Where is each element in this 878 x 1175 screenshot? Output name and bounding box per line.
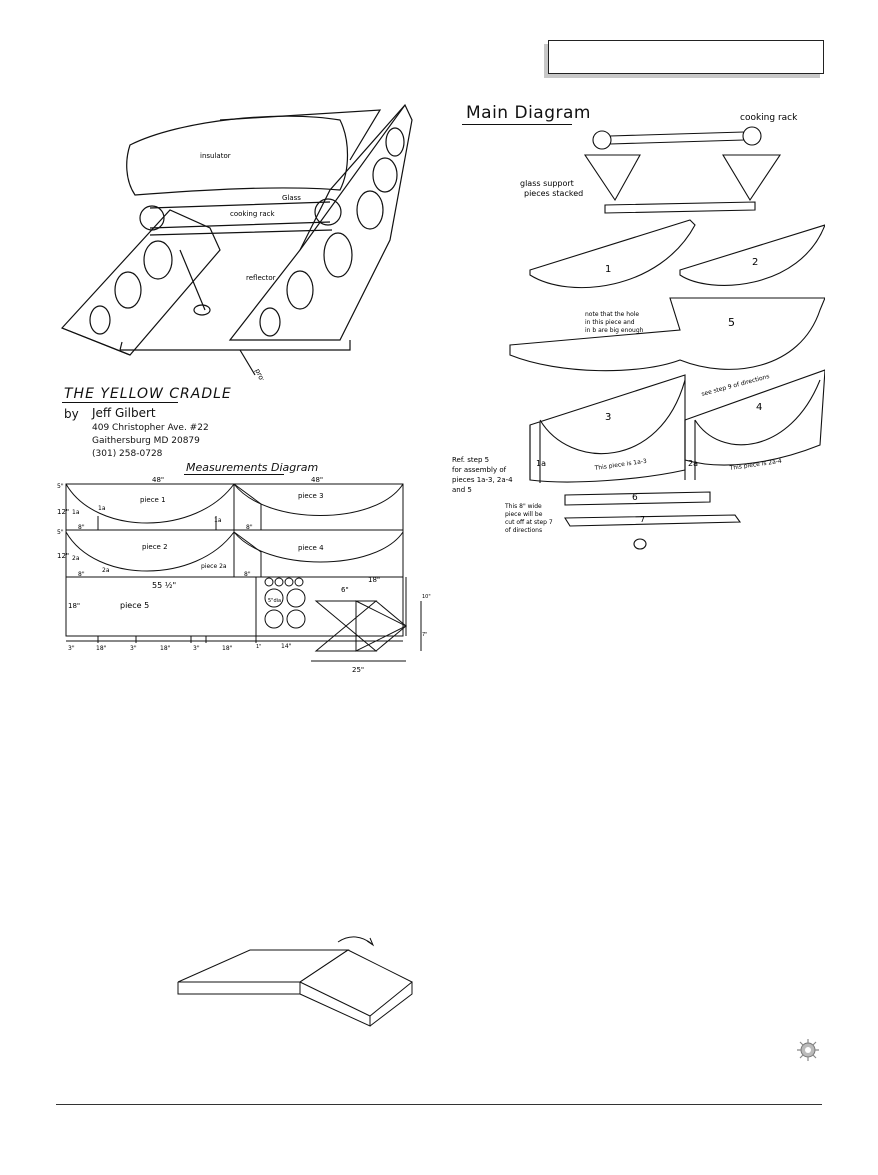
dim-8-4: 8" — [244, 571, 251, 578]
dim-12-top: 12" — [57, 508, 69, 516]
md-ref1: Ref. step 5 — [452, 456, 489, 464]
dim-b18-3: 18" — [222, 645, 233, 652]
cradle-title-underline — [62, 402, 178, 403]
dim-8-3: 8" — [78, 571, 85, 578]
dim-6: 6" — [341, 586, 349, 594]
dim-7: 7" — [422, 632, 427, 638]
cradle-title: THE YELLOW CRADLE — [64, 386, 232, 402]
dim-b14: 14" — [281, 643, 292, 650]
md-note1: note that the hole — [585, 311, 639, 318]
dim-b3-1: 3" — [68, 645, 75, 652]
dim-10: 10" — [422, 594, 431, 600]
piece2-label: piece 2 — [142, 543, 168, 551]
md-note3: in b are big enough — [585, 327, 644, 334]
piece4-label: piece 4 — [298, 544, 324, 552]
md-ref4: and 5 — [452, 486, 472, 494]
md-see-step: see step 9 of directions — [701, 373, 771, 398]
md-cut2: piece will be — [505, 511, 543, 518]
md-ref3: pieces 1a-3, 2a-4 — [452, 476, 513, 484]
dim-8-1: 8" — [78, 524, 85, 531]
dim-18-right: 18" — [368, 576, 380, 584]
dim-8-2: 8" — [246, 524, 253, 531]
piece2a-label: piece 2a — [201, 563, 227, 570]
md-p6: 6 — [632, 493, 638, 503]
md-p7: 7 — [640, 515, 645, 524]
cooker-sketch: insulator Glass cooking rack reflector p… — [60, 103, 413, 380]
measurements-diagram: 48" 48" 12" 12" 5" 5" piece 1 piece 2 pi… — [57, 476, 431, 674]
credits-name: Jeff Gilbert — [92, 406, 156, 420]
credits-by: by — [64, 407, 79, 421]
dim-b1: 1" — [256, 644, 261, 650]
dim-48-right: 48" — [311, 476, 323, 484]
dim-5dia: 5"dia — [268, 598, 281, 604]
prop-rod-label: prop rod — [253, 367, 273, 380]
header-box — [548, 40, 824, 74]
md-pieces-stacked: pieces stacked — [524, 189, 583, 198]
dim-12-mid: 12" — [57, 552, 69, 560]
dim-25: 25" — [352, 666, 364, 674]
main-diagram-title: Main Diagram — [466, 103, 591, 123]
main-diagram-underline — [462, 124, 572, 125]
piece5-label: piece 5 — [120, 601, 149, 610]
md-ref2: for assembly of — [452, 466, 507, 474]
fold-diagram — [177, 936, 413, 1027]
compass-seal-icon — [797, 1039, 819, 1061]
piece3-label: piece 3 — [298, 492, 324, 500]
measurements-title: Measurements Diagram — [186, 461, 319, 474]
glass-label: Glass — [282, 194, 301, 202]
md-p2a: 2a — [688, 459, 698, 468]
piece1a-right: 1a — [214, 517, 222, 524]
md-p3: 3 — [605, 412, 611, 423]
md-p1a: 1a — [536, 459, 546, 468]
md-p5: 5 — [728, 316, 735, 329]
credits-address1: 409 Christopher Ave. #22 — [92, 423, 209, 433]
credits-address2: Gaithersburg MD 20879 — [92, 436, 200, 446]
credits-phone: (301) 258-0728 — [92, 449, 163, 459]
md-p4: 4 — [756, 402, 762, 413]
md-piece-2a4: This piece is 2a-4 — [728, 458, 782, 472]
dim-5-mid: 5" — [57, 529, 64, 536]
md-rack-label: cooking rack — [740, 113, 798, 123]
reflector-label: reflector — [246, 274, 276, 282]
md-piece-1a3: This piece is 1a-3 — [593, 458, 647, 472]
footer-rule — [56, 1104, 822, 1105]
measurements-title-underline — [184, 474, 284, 475]
dim-5-top: 5" — [57, 483, 64, 490]
piece1-label: piece 1 — [140, 496, 166, 504]
piece1a-mid: 1a — [98, 505, 106, 512]
piece2a-mid: 2a — [102, 567, 110, 574]
md-cut3: cut off at step 7 — [505, 519, 553, 526]
md-glass-support: glass support — [520, 179, 574, 188]
main-diagram: cooking rack glass support pieces stacke… — [452, 113, 825, 550]
piece1a-left: 1a — [72, 509, 80, 516]
dim-55: 55 ½" — [152, 581, 176, 590]
dim-b18-2: 18" — [160, 645, 171, 652]
dim-b3-2: 3" — [130, 645, 137, 652]
piece2a-left: 2a — [72, 555, 80, 562]
dim-b3-3: 3" — [193, 645, 200, 652]
md-cut1: This 8" wide — [504, 503, 542, 510]
insulator-label: insulator — [200, 152, 231, 160]
rack-label: cooking rack — [230, 210, 276, 218]
dim-48-left: 48" — [152, 476, 164, 484]
dim-18-left: 18" — [68, 602, 80, 610]
md-cut4: of directions — [505, 527, 542, 534]
md-p1: 1 — [605, 264, 611, 275]
md-p2: 2 — [752, 257, 758, 268]
dim-b18-1: 18" — [96, 645, 107, 652]
md-note2: in this piece and — [585, 319, 635, 326]
